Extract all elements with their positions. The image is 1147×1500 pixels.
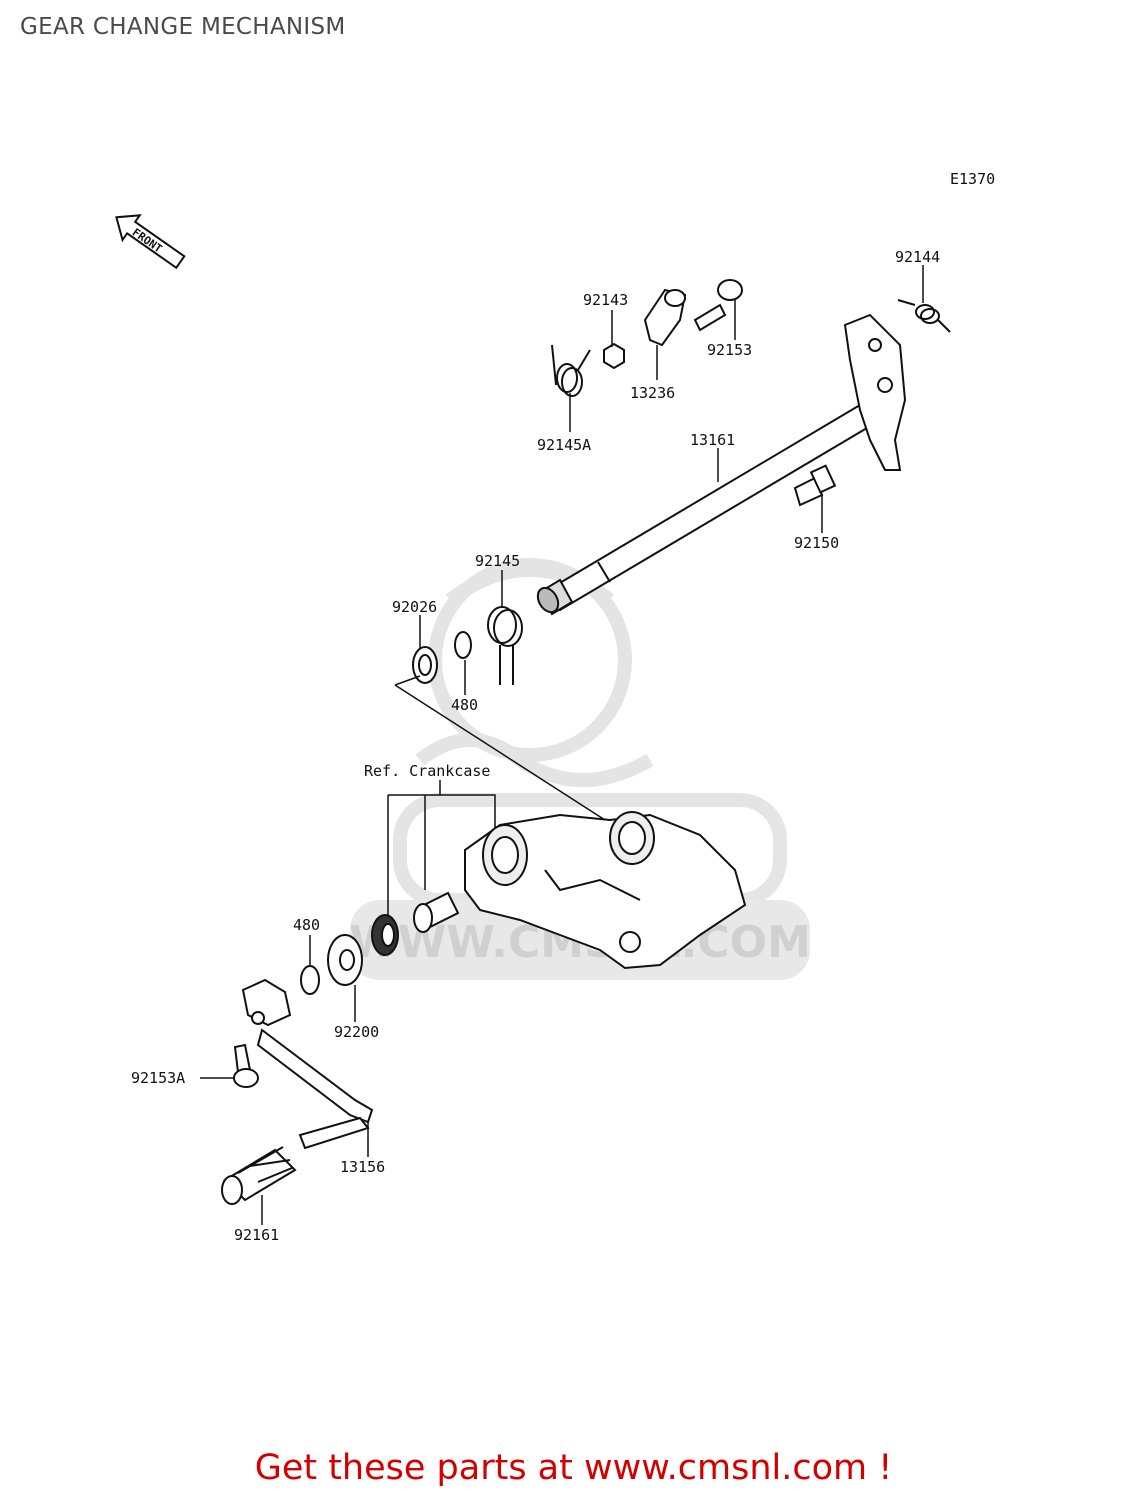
shift-arm-plate bbox=[843, 313, 907, 471]
bolt-92153 bbox=[693, 279, 743, 332]
footer-link[interactable]: Get these parts at www.cmsnl.com ! bbox=[254, 1448, 893, 1488]
oil-seal bbox=[371, 914, 399, 956]
part-label-13161[interactable]: 13161 bbox=[690, 431, 735, 449]
shift-shaft bbox=[536, 403, 874, 616]
part-label-480-upper[interactable]: 480 bbox=[451, 696, 478, 714]
leader-lines bbox=[200, 265, 924, 1225]
part-label-92143[interactable]: 92143 bbox=[583, 291, 628, 309]
part-label-92145A[interactable]: 92145A bbox=[537, 436, 591, 454]
reference-lines bbox=[387, 675, 606, 925]
spring-92145A bbox=[551, 344, 591, 397]
circlip-480-lower bbox=[300, 965, 320, 995]
bolt-92150 bbox=[793, 464, 837, 507]
part-label-92161[interactable]: 92161 bbox=[234, 1226, 279, 1244]
spring-92144 bbox=[897, 299, 951, 333]
washer-92026 bbox=[412, 646, 438, 684]
part-label-92153[interactable]: 92153 bbox=[707, 341, 752, 359]
part-label-92026[interactable]: 92026 bbox=[392, 598, 437, 616]
part-label-92150[interactable]: 92150 bbox=[794, 534, 839, 552]
part-label-92153A[interactable]: 92153A bbox=[131, 1069, 185, 1087]
reference-crankcase: Ref. Crankcase bbox=[364, 762, 490, 780]
part-label-92144[interactable]: 92144 bbox=[895, 248, 940, 266]
part-label-13156[interactable]: 13156 bbox=[340, 1158, 385, 1176]
pedal-rubber bbox=[221, 1146, 297, 1205]
nut-92143 bbox=[603, 342, 625, 370]
circlip-480-upper bbox=[454, 631, 472, 659]
needle-bearing bbox=[413, 891, 460, 933]
crankcase bbox=[464, 811, 747, 970]
shift-pedal bbox=[241, 978, 374, 1150]
part-label-480-lower[interactable]: 480 bbox=[293, 916, 320, 934]
page-title: GEAR CHANGE MECHANISM bbox=[20, 14, 346, 40]
diagram-code: E1370 bbox=[950, 170, 995, 188]
bolt-92153A bbox=[233, 1043, 259, 1088]
part-label-92200[interactable]: 92200 bbox=[334, 1023, 379, 1041]
lever-13236 bbox=[643, 288, 687, 347]
washer-92200 bbox=[327, 934, 363, 986]
front-arrow-icon: FRONT bbox=[115, 214, 186, 270]
part-label-13236[interactable]: 13236 bbox=[630, 384, 675, 402]
spring-92145 bbox=[487, 606, 523, 685]
parts-diagram: WWW.CMSNL.COM E1370 FRONT bbox=[115, 170, 995, 1244]
part-label-92145[interactable]: 92145 bbox=[475, 552, 520, 570]
